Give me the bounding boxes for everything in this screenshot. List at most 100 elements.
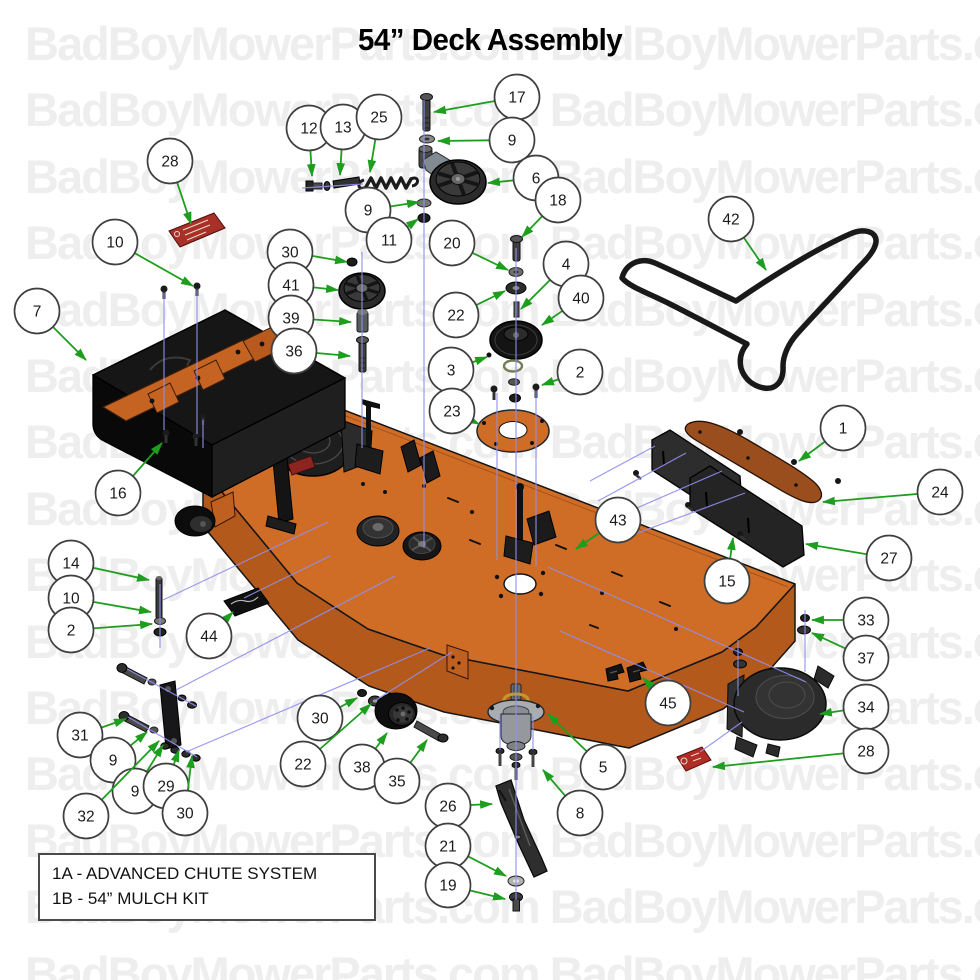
callout-35: 35: [373, 739, 428, 805]
callout-circle: [916, 468, 964, 516]
callout-number: 31: [71, 728, 88, 745]
callout-arrow: [100, 718, 128, 729]
callout-27: 27: [804, 534, 913, 582]
callout-arrow: [390, 199, 421, 209]
callout-arrow: [466, 414, 480, 425]
callout-arrow: [521, 215, 543, 238]
callout-circle: [432, 291, 480, 339]
callout-28: 28: [711, 727, 890, 775]
watermark-text: BadBoyMowerParts.com BadBoyMowerParts.co…: [25, 946, 980, 980]
callout-circle: [365, 216, 413, 264]
callout-2: 2: [47, 606, 154, 654]
callout-circle: [185, 612, 233, 660]
extension-spring: [364, 176, 413, 190]
callout-number: 45: [659, 696, 676, 713]
callout-number: 41: [282, 278, 299, 295]
callout-number: 30: [281, 245, 299, 262]
lift-link-assembly: [116, 576, 201, 762]
deck-belt: [619, 228, 879, 391]
callout-circle: [161, 789, 209, 837]
callout-13: 13: [319, 103, 367, 177]
caution-label: [223, 587, 270, 617]
idler-arm-assembly: [416, 93, 487, 223]
callout-number: 5: [599, 760, 608, 777]
callout-number: 36: [285, 344, 302, 361]
callout-arrow: [467, 855, 507, 877]
spindle-hole: [503, 573, 537, 595]
callout-number: 35: [388, 774, 405, 791]
callout-2: 2: [540, 348, 604, 396]
callout-arrow: [818, 707, 844, 717]
callout-circle: [842, 634, 890, 682]
callout-arrow: [742, 237, 767, 271]
callout-number: 22: [294, 757, 311, 774]
callout-number: 13: [334, 120, 351, 137]
callout-arrow: [336, 149, 346, 177]
callout-arrow: [93, 600, 153, 615]
callout-circle: [355, 93, 403, 141]
callout-circle: [707, 195, 755, 243]
callout-circle: [579, 743, 627, 791]
callout-arrow: [313, 316, 353, 326]
callout-number: 10: [62, 591, 80, 608]
callout-28: 28: [146, 137, 194, 226]
callout-41: 41: [267, 261, 340, 309]
callout-7: 7: [13, 287, 87, 361]
callout-arrow: [221, 611, 234, 624]
callout-arrow: [798, 440, 826, 462]
callout-circle: [279, 740, 327, 788]
callout-number: 2: [67, 623, 76, 640]
callout-arrow: [405, 218, 419, 230]
callout-circle: [819, 404, 867, 452]
callout-number: 32: [77, 809, 94, 826]
callout-36: 36: [270, 327, 352, 375]
callout-arrow: [542, 769, 567, 797]
mulch-baffle-kit: [633, 420, 841, 568]
callout-circle: [842, 727, 890, 775]
callout-arrow: [145, 744, 164, 773]
legend-box: 1A - ADVANCED CHUTE SYSTEM 1B - 54” MULC…: [38, 853, 376, 922]
callout-number: 42: [722, 212, 739, 229]
callout-number: 14: [62, 556, 80, 573]
callout-number: 20: [443, 236, 461, 253]
callout-circle: [703, 557, 751, 605]
callout-number: 4: [562, 257, 571, 274]
callout-number: 17: [508, 90, 525, 107]
assembly-connector-lines: [126, 100, 807, 900]
callout-arrow: [470, 800, 494, 809]
page-title-text: 54” Deck Assembly: [357, 22, 623, 57]
callout-arrow: [540, 377, 560, 386]
callout-circle: [47, 606, 95, 654]
callout-number: 34: [857, 700, 875, 717]
callout-number: 30: [311, 711, 329, 728]
callout-arrow: [436, 136, 490, 146]
callout-33: 33: [810, 596, 890, 644]
callout-number: 22: [447, 308, 464, 325]
callout-31: 31: [56, 711, 128, 759]
callout-number: 26: [439, 799, 456, 816]
callout-number: 24: [931, 485, 949, 502]
callout-arrow: [520, 279, 551, 310]
callout-arrow: [306, 150, 316, 178]
callout-18: 18: [521, 176, 582, 238]
callout-arrow: [727, 536, 736, 559]
callout-23: 23: [428, 387, 480, 435]
callout-11: 11: [365, 216, 419, 264]
callout-8: 8: [542, 769, 604, 837]
callout-number: 28: [857, 744, 874, 761]
callout-number: 12: [300, 121, 317, 138]
callout-arrow: [475, 290, 506, 306]
callout-arrow: [176, 182, 192, 226]
legend-line-1: 1A - ADVANCED CHUTE SYSTEM: [52, 864, 318, 883]
callout-32: 32: [62, 740, 160, 840]
callout-arrow: [642, 677, 655, 690]
callout-arrow: [469, 889, 507, 901]
callout-circle: [424, 861, 472, 909]
callout-circle: [644, 679, 692, 727]
callout-number: 9: [508, 133, 517, 150]
callout-number: 28: [161, 154, 178, 171]
callout-19: 19: [424, 861, 507, 909]
callout-24: 24: [821, 468, 964, 516]
callout-37: 37: [811, 632, 890, 682]
